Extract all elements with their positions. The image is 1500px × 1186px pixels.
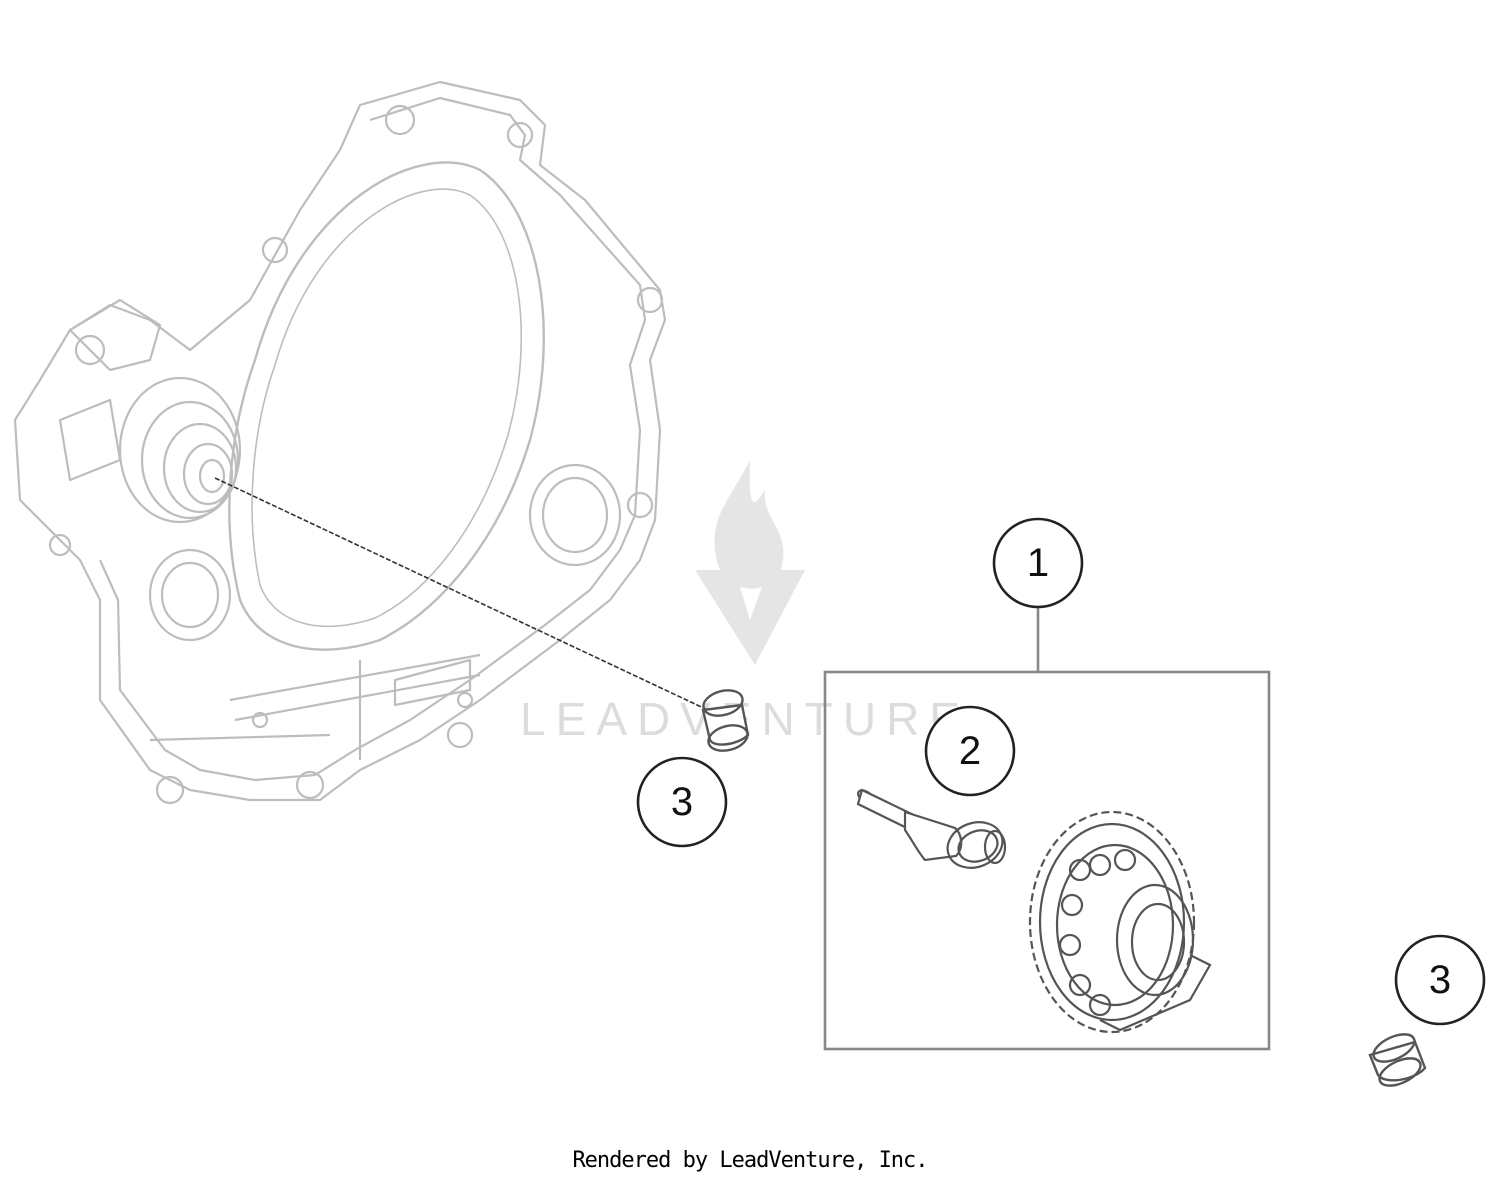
kit-box — [823, 670, 1271, 1051]
callout-2: 2 — [924, 705, 1016, 797]
shaft-part — [856, 788, 1007, 869]
watermark-flame-icon — [714, 460, 784, 589]
callout-3-lower-label: 3 — [1429, 958, 1451, 1002]
callout-1: 1 — [992, 517, 1084, 609]
gear-part — [1028, 810, 1212, 1034]
callout-3-lower: 3 — [1394, 934, 1486, 1026]
watermark: LEADVENTURE — [520, 460, 960, 745]
bushing-part-upper — [701, 689, 750, 752]
callout-3-upper: 3 — [636, 756, 728, 848]
footer-credit: Rendered by LeadVenture, Inc. — [572, 1148, 928, 1173]
callout-2-label: 2 — [959, 729, 981, 773]
watermark-v-icon — [695, 570, 805, 665]
bushing-part-lower — [1368, 1033, 1427, 1087]
leader-line-cover-to-bushing — [214, 477, 713, 713]
callout-1-label: 1 — [1027, 541, 1049, 585]
callout-3-upper-label: 3 — [671, 780, 693, 824]
clutch-cover-drawing — [13, 80, 667, 805]
